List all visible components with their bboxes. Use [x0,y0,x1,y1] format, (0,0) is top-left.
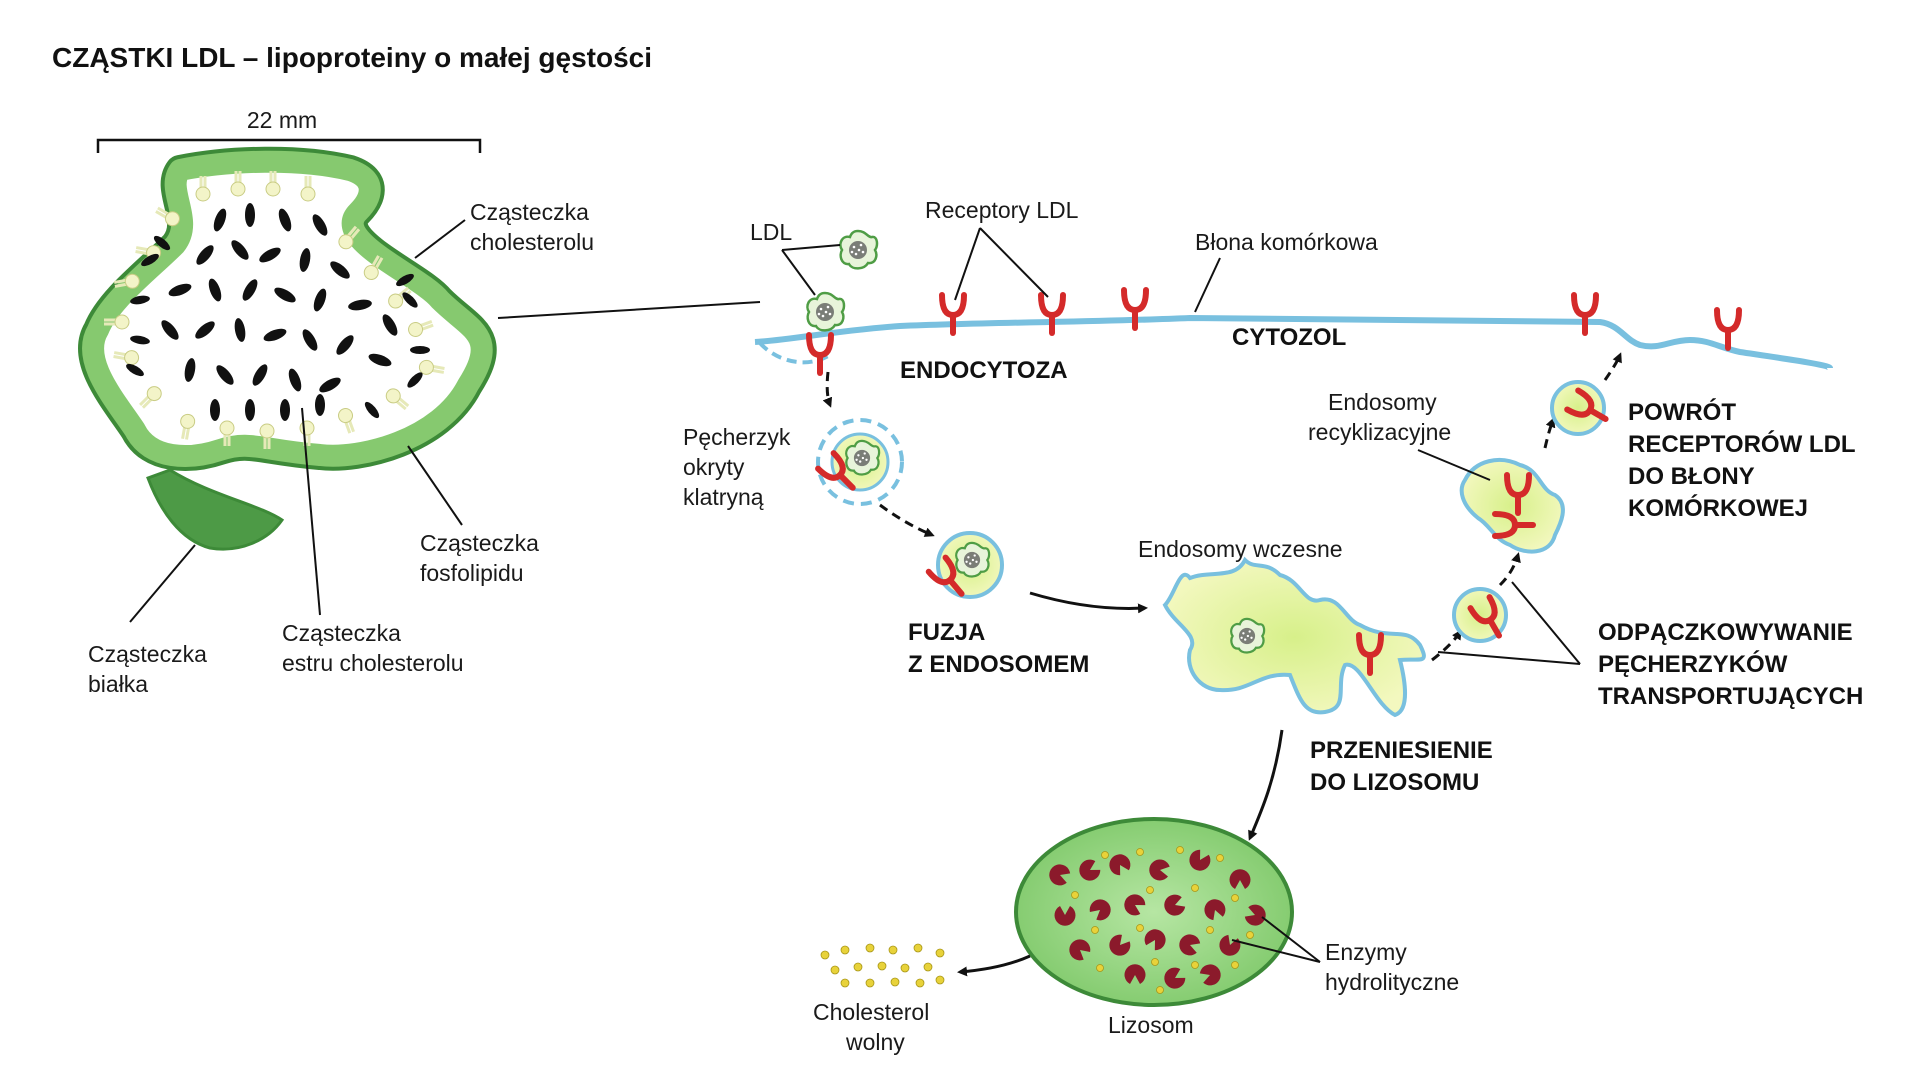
ldl-particle-small [839,229,879,270]
cholesterol-dots [1071,846,1254,994]
label-cytosol: CYTOZOL [1232,324,1346,351]
label-cholesterol: Cząsteczka cholesterolu [470,199,595,255]
label-receptors: Receptory LDL [925,197,1079,223]
transport-vesicle [1452,587,1509,641]
ldl-particle: 22 mm [78,107,497,551]
label-ester: Cząsteczka estru cholesterolu [282,620,464,676]
clathrin-coated-vesicle [818,418,904,506]
lysosome [1014,817,1294,1007]
diagram-title: CZĄSTKI LDL – lipoproteiny o małej gęsto… [52,42,652,73]
label-membrane: Błona komórkowa [1195,229,1378,255]
free-cholesterol-dots [820,943,945,988]
cell-membrane [754,314,1833,371]
scale-label: 22 mm [247,107,317,133]
label-enzymes: Enzymy hydrolityczne [1325,939,1459,995]
label-transfer: PRZENIESIENIE DO LIZOSOMU [1310,737,1499,796]
ldl-particle-bound [806,291,846,332]
label-ldl: LDL [750,219,792,245]
label-recycling-endosomes: Endosomy recyklizacyjne [1308,389,1451,445]
cholesterol-ester-core [126,203,423,421]
label-budding: ODPĄCZKOWYWANIE PĘCHERZYKÓW TRANSPORTUJĄ… [1598,619,1863,710]
early-endosome [1162,556,1426,718]
cholesterol-molecules [130,235,430,419]
label-phospholipid: Cząsteczka fosfolipidu [420,530,545,586]
recycling-endosome [1459,458,1565,554]
returning-vesicle [1550,380,1611,436]
label-free-cholesterol: Cholesterol wolny [813,999,936,1055]
fusing-vesicle [929,531,1004,601]
zoom-connector [497,301,761,319]
label-coated-vesicle: Pęcherzyk okryty klatryną [683,424,797,510]
label-return: POWRÓT RECEPTORÓW LDL DO BŁONY KOMÓRKOWE… [1628,398,1862,522]
label-endocytosis: ENDOCYTOZA [900,357,1068,384]
label-protein: Cząsteczka białka [88,641,213,697]
label-lysosome: Lizosom [1108,1012,1194,1038]
protein-molecule [146,468,285,551]
label-early-endosomes: Endosomy wczesne [1138,536,1343,562]
label-fusion: FUZJA Z ENDOSOMEM [908,619,1089,678]
scale-bracket [96,138,482,153]
